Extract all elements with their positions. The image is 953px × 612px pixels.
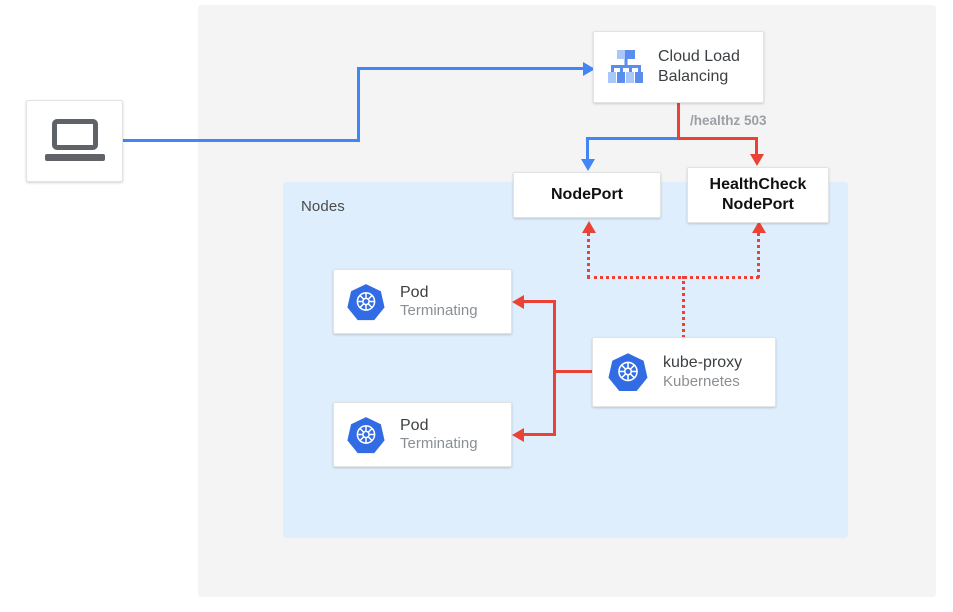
nodeport-node[interactable]: NodePort <box>513 172 661 218</box>
pod-node-2[interactable]: Pod Terminating <box>333 402 512 467</box>
edge-lb-to-nodeport-segment-v <box>586 137 589 161</box>
edge-kubeproxy-to-pod1-branch <box>524 300 556 303</box>
healthcheck-nodeport-node[interactable]: HealthCheck NodePort <box>687 167 829 223</box>
edge-lb-to-nodeport-arrowhead <box>580 159 595 171</box>
edge-kubeproxy-dotted-trunk <box>682 276 685 338</box>
edge-client-to-lb-segment-v <box>357 67 360 142</box>
kube-proxy-title: kube-proxy <box>663 354 743 372</box>
edge-kubeproxy-to-pod1-arrowhead <box>512 294 524 309</box>
cloud-load-balancing-node[interactable]: Cloud Load Balancing <box>593 31 764 103</box>
edge-kubeproxy-to-pod2-arrowhead <box>512 427 524 442</box>
laptop-icon <box>44 119 105 163</box>
edge-client-to-lb-arrowhead <box>583 61 595 76</box>
pod-status-2: Terminating <box>400 435 478 453</box>
pod-title-2: Pod <box>400 416 429 434</box>
client-node[interactable] <box>26 100 123 182</box>
healthcheck-nodeport-label-line2: NodePort <box>721 196 794 213</box>
edge-kubeproxy-to-pods-stem <box>553 370 594 373</box>
cloud-load-balancing-icon <box>604 49 644 85</box>
edge-kubeproxy-to-healthcheck-arrowhead <box>751 221 766 233</box>
edge-kubeproxy-to-pods-spine <box>553 300 556 435</box>
pod-title-1: Pod <box>400 283 429 301</box>
nodeport-label: NodePort <box>551 185 623 203</box>
healthcheck-nodeport-label-line1: HealthCheck <box>709 175 807 193</box>
kubernetes-icon <box>346 415 386 455</box>
edge-kubeproxy-dotted-right-riser <box>757 233 760 278</box>
edge-client-to-lb-segment-h2 <box>357 67 587 70</box>
kubernetes-icon <box>607 351 649 393</box>
kube-proxy-subtitle: Kubernetes <box>663 372 740 390</box>
cloud-load-balancing-label-line2: Balancing <box>658 68 729 85</box>
pod-node-1[interactable]: Pod Terminating <box>333 269 512 334</box>
kube-proxy-node[interactable]: kube-proxy Kubernetes <box>592 337 776 407</box>
edge-lb-to-healthcheck-segment-h <box>677 137 757 140</box>
edge-lb-to-healthcheck-segment-v <box>755 137 758 157</box>
edge-lb-to-healthcheck-arrowhead <box>750 154 764 166</box>
edge-healthz-trunk <box>677 103 680 140</box>
kubernetes-icon <box>346 282 386 322</box>
pod-status-1: Terminating <box>400 302 478 320</box>
edge-lb-to-nodeport-segment-h <box>586 137 679 140</box>
nodes-region-label: Nodes <box>301 198 345 215</box>
edge-kubeproxy-to-pod2-branch <box>524 433 556 436</box>
edge-kubeproxy-to-nodeport-arrowhead <box>581 221 596 233</box>
cloud-load-balancing-label-line1: Cloud Load <box>658 48 740 66</box>
edge-label-healthz: /healthz 503 <box>690 113 767 128</box>
edge-kubeproxy-dotted-left-riser <box>587 233 590 278</box>
edge-kubeproxy-dotted-crossbar <box>587 276 759 279</box>
edge-client-to-lb-segment-h1 <box>122 139 360 142</box>
